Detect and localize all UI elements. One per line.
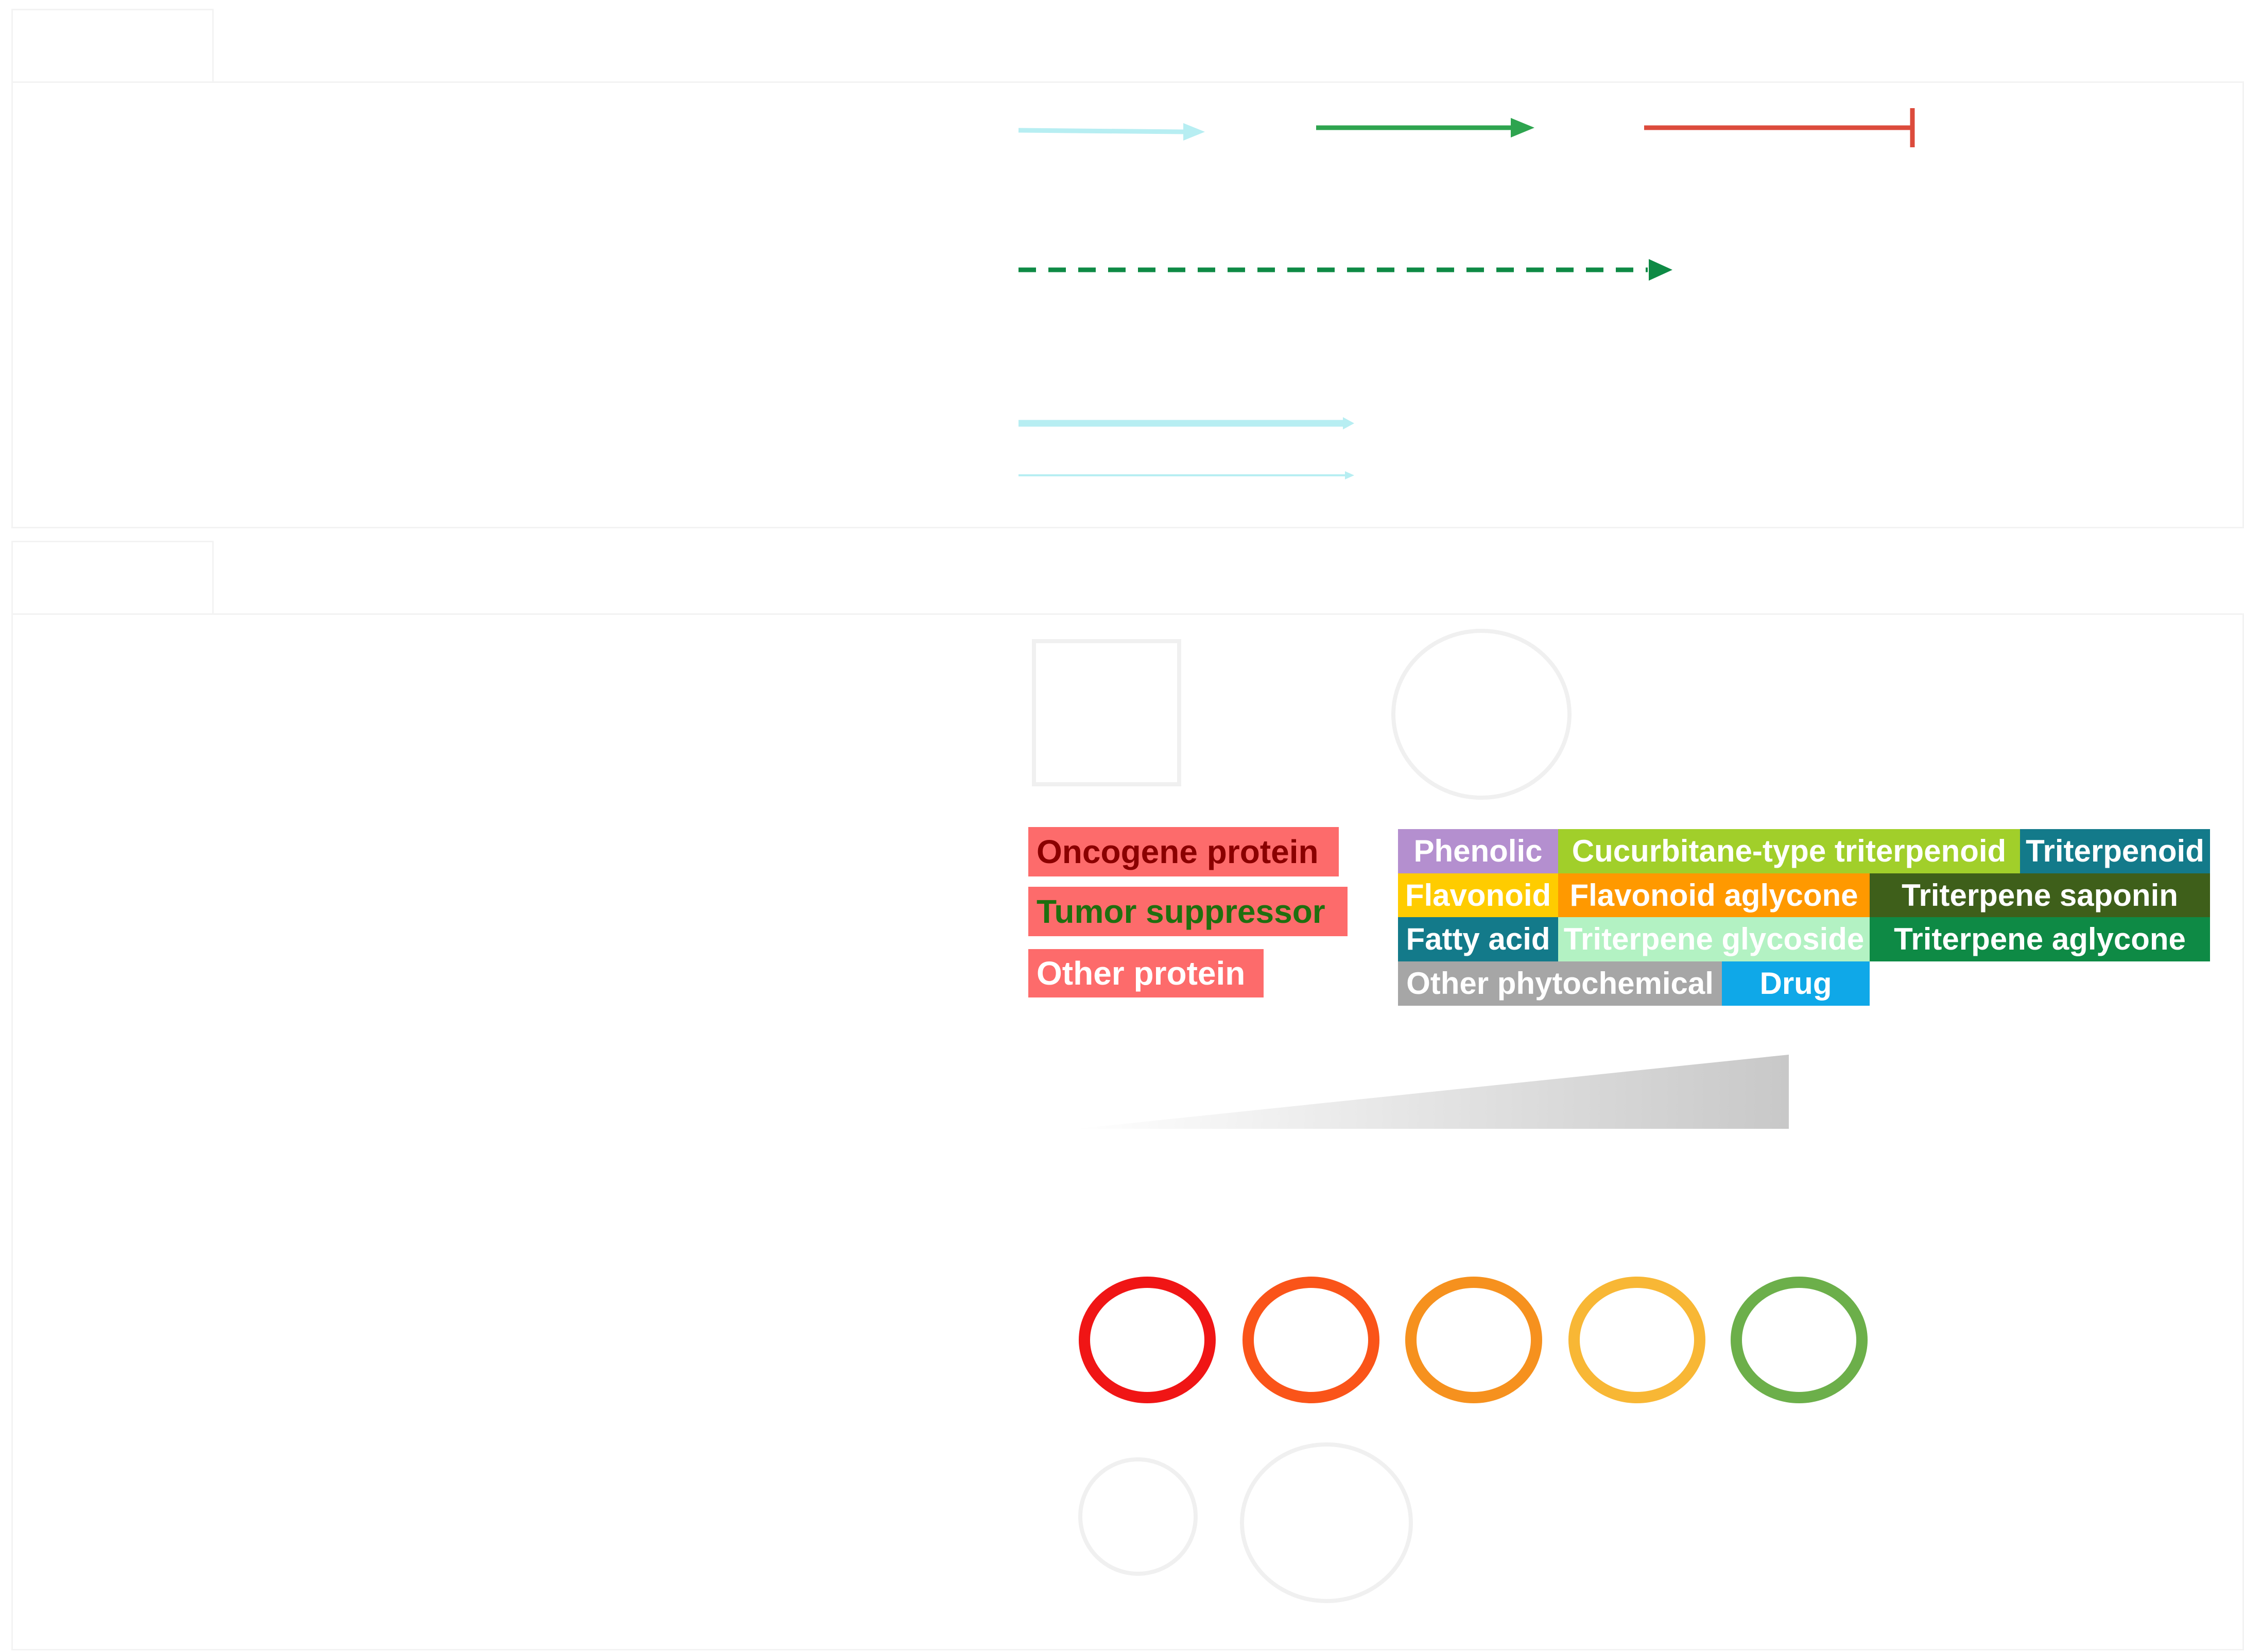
label-oncogene-protein: Oncogene protein [1028, 827, 1339, 876]
label-other-protein: Other protein [1028, 949, 1264, 997]
small-size-circle [1078, 1457, 1198, 1576]
label-phenolic: Phenolic [1398, 829, 1558, 873]
light-arrow [1018, 123, 1205, 141]
label-drug: Drug [1722, 961, 1870, 1006]
thick-arrow [1019, 417, 1354, 429]
label-triterpene-glycoside: Triterpene glycoside [1558, 917, 1870, 961]
gradient-wedge [1076, 1055, 1789, 1129]
inhibition-edge [1644, 108, 1915, 147]
dashed-arrow [1019, 259, 1672, 281]
label-other-phytochemical: Other phytochemical [1398, 961, 1722, 1006]
label-fatty-acid: Fatty acid [1398, 917, 1558, 961]
legend-tab-nodes [11, 541, 214, 615]
label-flavonoid-aglycone: Flavonoid aglycone [1558, 873, 1870, 917]
label-cucurbitane-type-triterpenoid: Cucurbitane-type triterpenoid [1558, 829, 2020, 873]
circle-node-shape [1391, 629, 1572, 800]
edge-legend-panel [11, 81, 2244, 528]
label-tumor-suppressor: Tumor suppressor [1028, 887, 1348, 936]
score-ring-1 [1079, 1277, 1216, 1403]
score-ring-3 [1405, 1277, 1542, 1403]
square-node-shape [1032, 639, 1181, 786]
score-rings [1079, 1277, 1868, 1403]
label-flavonoid: Flavonoid [1398, 873, 1558, 917]
activation-arrow [1316, 118, 1534, 137]
label-triterpene-saponin: Triterpene saponin [1870, 873, 2210, 917]
score-ring-4 [1568, 1277, 1705, 1403]
legend-tab-edges [11, 9, 214, 83]
score-ring-2 [1242, 1277, 1379, 1403]
large-size-circle [1240, 1442, 1413, 1603]
score-ring-5 [1731, 1277, 1868, 1403]
thin-arrow [1019, 471, 1354, 479]
label-triterpene-aglycone: Triterpene aglycone [1870, 917, 2210, 961]
label-triterpenoid: Triterpenoid [2020, 829, 2210, 873]
